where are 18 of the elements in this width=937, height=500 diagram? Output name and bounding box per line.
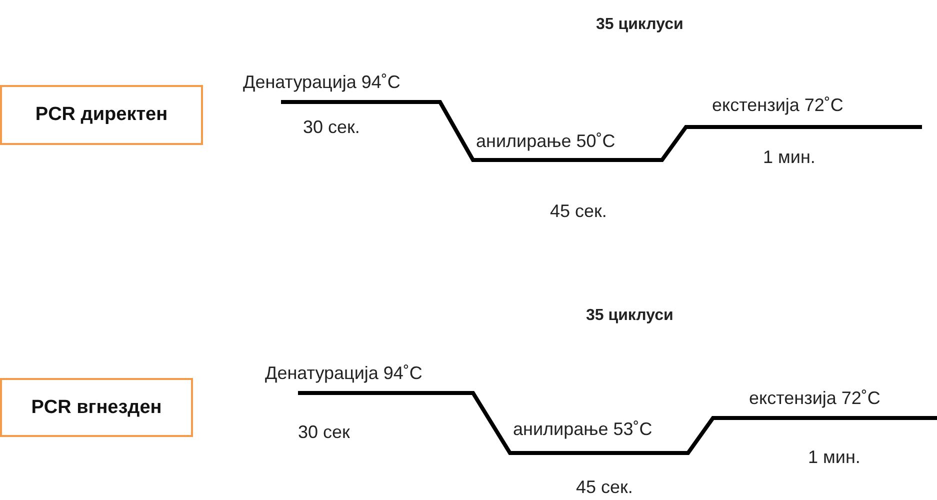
step-label: анилирање 53˚C (513, 420, 652, 440)
duration-label: 1 мин. (763, 148, 816, 168)
cycle-count: 35 циклуси (596, 16, 684, 34)
step-label: анилирање 50˚C (476, 132, 616, 152)
step-label: Денатурација 94˚C (243, 73, 400, 93)
duration-label: 45 сек. (576, 478, 633, 498)
duration-label: 1 мин. (808, 448, 860, 468)
duration-label: 30 сек (298, 423, 350, 443)
duration-label: 30 сек. (303, 118, 360, 138)
cycle-count: 35 циклуси (586, 307, 674, 325)
duration-label: 45 сек. (550, 202, 607, 222)
label-box (0, 378, 193, 437)
step-label: екстензија 72˚C (712, 96, 844, 116)
step-label: екстензија 72˚C (749, 389, 880, 409)
method-title: PCR директен (35, 104, 168, 126)
label-box (0, 85, 203, 145)
method-title: PCR вгнезден (31, 396, 162, 418)
step-label: Денатурација 94˚C (265, 364, 422, 384)
